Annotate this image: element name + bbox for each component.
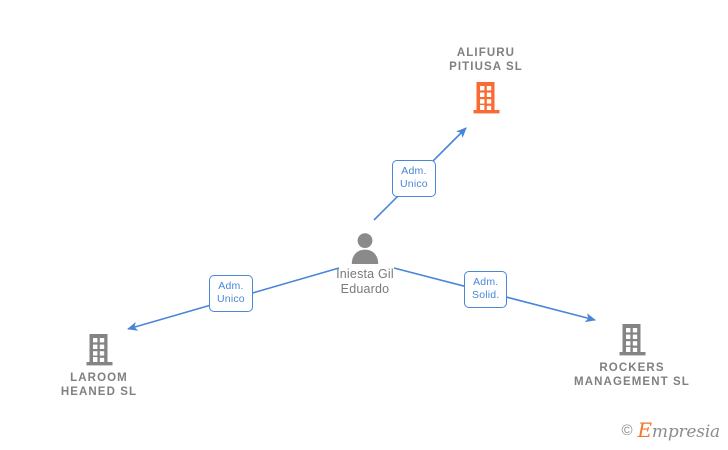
- node-person-iniesta-gil-eduardo[interactable]: Iniesta Gil Eduardo: [275, 232, 455, 297]
- copyright-icon: ©: [621, 421, 633, 439]
- node-label-person: Iniesta Gil Eduardo: [336, 267, 394, 296]
- node-label-alifuru: ALIFURU PITIUSA SL: [449, 47, 523, 73]
- node-company-alifuru[interactable]: ALIFURU PITIUSA SL: [396, 46, 576, 114]
- empresia-logo: Empresia: [638, 418, 721, 442]
- edge-label-adm-unico-alifuru[interactable]: Adm. Unico: [392, 160, 436, 197]
- building-icon: [473, 82, 499, 114]
- empresia-logo-initial: E: [637, 418, 653, 442]
- person-icon: [351, 233, 379, 264]
- node-company-laroom[interactable]: LAROOM HEANED SL: [9, 332, 189, 399]
- edge-label-adm-solid-rockers[interactable]: Adm. Solid.: [464, 271, 508, 308]
- node-company-rockers[interactable]: ROCKERS MANAGEMENT SL: [542, 322, 722, 389]
- building-icon: [86, 334, 112, 366]
- building-icon: [619, 324, 645, 356]
- node-label-rockers: ROCKERS MANAGEMENT SL: [574, 362, 690, 388]
- empresia-logo-rest: mpresia: [651, 422, 720, 442]
- node-label-laroom: LAROOM HEANED SL: [60, 372, 138, 398]
- edge-label-adm-unico-laroom[interactable]: Adm. Unico: [209, 275, 253, 312]
- empresia-watermark: © Empresia: [621, 418, 720, 442]
